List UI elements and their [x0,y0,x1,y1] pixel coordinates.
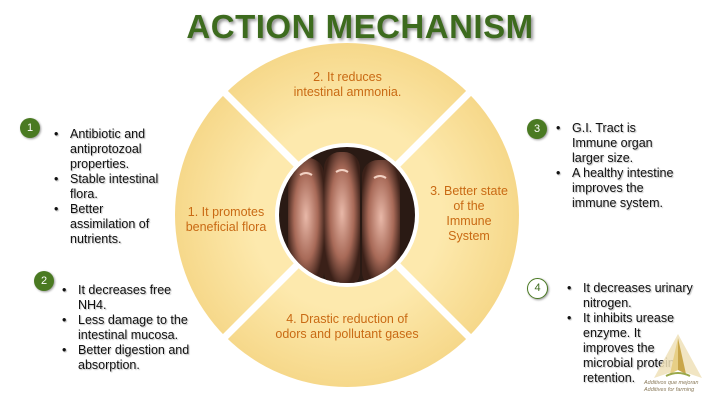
list-item: G.I. Tract is Immune organ larger size. [556,121,684,166]
panel-3-list: G.I. Tract is Immune organ larger size. … [556,121,684,211]
panel-3-number-badge: 3 [527,119,547,139]
panel-4-list: It decreases urinary nitrogen. It inhibi… [567,281,693,386]
list-item: Better assimilation of nutrients. [54,202,172,247]
list-item: It decreases urinary nitrogen. [567,281,693,311]
segment-label-3: 3. Better state of the Immune System [430,184,508,243]
list-item: Stable intestinal flora. [54,172,172,202]
list-item: Antibiotic and antiprotozoal properties. [54,127,172,172]
list-item: Less damage to the intestinal mucosa. [62,313,192,343]
segment-label-2: 2. It reduces intestinal ammonia. [293,70,402,99]
segment-label-4: 4. Drastic reduction of odors and pollut… [275,312,419,341]
panel-1-number-badge: 1 [20,118,40,138]
list-item: Better digestion and absorption. [62,343,192,373]
panel-2-number-badge: 2 [34,271,54,291]
list-item: A healthy intestine improves the immune … [556,166,684,211]
panel-4-number-badge: 4 [527,278,548,299]
list-item: It inhibits urease enzyme. It improves t… [567,311,693,386]
company-logo [654,334,702,378]
center-photo [279,147,415,283]
panel-1-list: Antibiotic and antiprotozoal properties.… [54,127,172,247]
segment-label-1: 1. It promotes beneficial flora [185,205,267,234]
logo-text: Additivos que mejoran Additives for farm… [644,380,699,393]
panel-2-list: It decreases free NH4. Less damage to th… [62,283,192,373]
list-item: It decreases free NH4. [62,283,192,313]
page-title: ACTION MECHANISM [186,8,534,45]
